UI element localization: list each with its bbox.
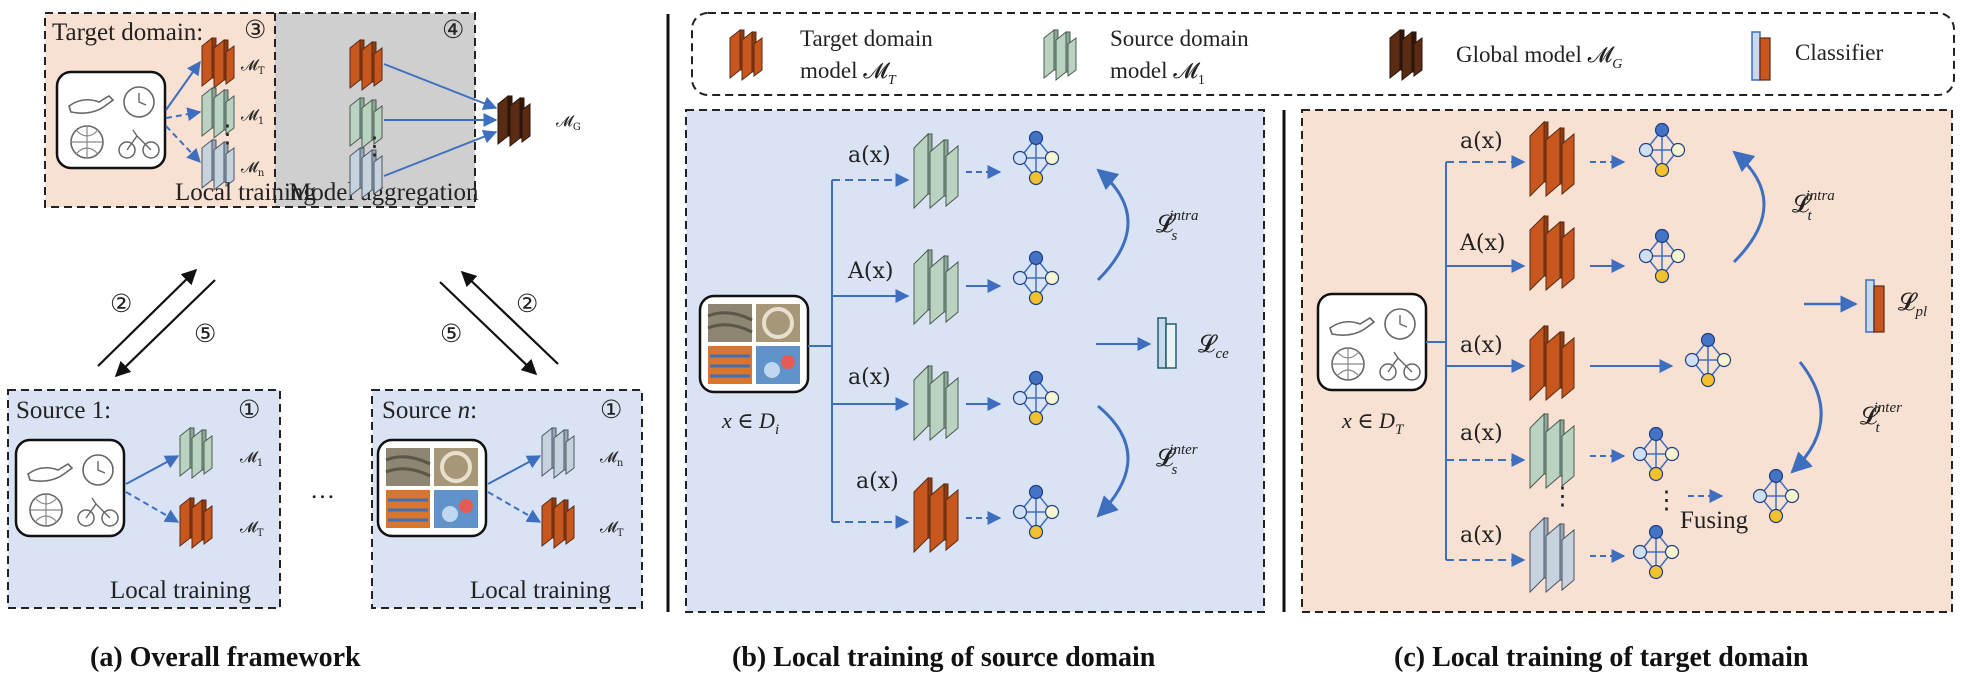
ellipsis: …	[310, 477, 335, 504]
source-input-images	[698, 294, 810, 394]
step-4-badge: ④	[442, 17, 464, 44]
model-aggregation-label: Model aggregation	[289, 179, 479, 206]
svg-text:⋮: ⋮	[362, 133, 387, 160]
b-loss-inter: 𝓛sinter	[1156, 442, 1198, 478]
m-1-label: 𝓜1	[241, 106, 264, 127]
caption-a: (a) Overall framework	[90, 642, 361, 673]
m-n-label: 𝓜n	[241, 158, 265, 179]
step-5-right: ⑤	[440, 321, 462, 348]
target-input-label: x ∈ DT	[1341, 408, 1405, 438]
b-aug-2: A(x)	[847, 259, 893, 284]
local-training-label-source1: Local training	[110, 577, 251, 604]
sn-mt-label: 𝓜T	[600, 518, 624, 539]
legend-global: Global model 𝓜G	[1456, 42, 1622, 72]
b-aug-3: a(x)	[848, 365, 891, 390]
local-training-label-target: Local training	[175, 179, 316, 206]
sourcen-title: Source n:	[382, 397, 477, 424]
c-aug-5: a(x)	[1460, 523, 1503, 548]
step-1-badge-sourcen: ①	[600, 397, 622, 424]
caption-b: (b) Local training of source domain	[732, 642, 1156, 673]
panel-b: x ∈ Di a(x) A(x) a(x) a(x) 𝓛sintra 𝓛si	[685, 109, 1265, 673]
legend-source-line2: model 𝓜1	[1110, 58, 1205, 88]
legend-classifier: Classifier	[1795, 40, 1883, 65]
s1-mt-label: 𝓜T	[240, 518, 264, 539]
source1-title: Source 1:	[16, 397, 111, 424]
c-loss-intra: 𝓛tintra	[1792, 188, 1835, 224]
legend-target-line2: model 𝓜T	[800, 58, 897, 88]
step-2-right: ②	[516, 291, 538, 318]
c-aug-1: a(x)	[1460, 129, 1503, 154]
global-model-stack	[497, 95, 531, 147]
sourcen-photo-images	[376, 438, 488, 538]
local-training-label-sourcen: Local training	[470, 577, 611, 604]
step-2-left: ②	[110, 291, 132, 318]
b-aug-4: a(x)	[856, 469, 899, 494]
panel-c: x ∈ DT a(x) A(x) a(x) a(x) ⋮ ⋮ a(x)	[1301, 109, 1953, 673]
target-sketch-images	[55, 70, 167, 170]
source-input-label: x ∈ Di	[721, 408, 779, 438]
c-vdots-1: ⋮	[1550, 483, 1575, 510]
step-5-left: ⑤	[194, 321, 216, 348]
m-g-label: 𝓜G	[556, 112, 581, 133]
sn-mn-label: 𝓜n	[600, 448, 624, 469]
svg-text:⋮: ⋮	[215, 121, 240, 148]
c-aug-4: a(x)	[1460, 421, 1503, 446]
panel-a: Target domain: ③ ④ ⋮ 𝓜T 𝓜1 𝓜n Local trai…	[7, 12, 643, 673]
c-aug-2: A(x)	[1459, 231, 1505, 256]
legend-classifier-swatch	[1751, 31, 1771, 81]
source1-sketch-images	[14, 438, 126, 538]
c-vdots-2: ⋮	[1654, 487, 1679, 514]
target-input-images	[1316, 292, 1428, 392]
c-loss-inter: 𝓛tinter	[1860, 400, 1902, 436]
legend-target-line1: Target domain	[800, 26, 933, 51]
legend: Target domain model 𝓜T Source domain mod…	[691, 12, 1955, 96]
b-classifier	[1157, 317, 1177, 369]
c-loss-pl: 𝓛pl	[1898, 288, 1927, 320]
m-t-label: 𝓜T	[241, 56, 265, 77]
s1-m1-label: 𝓜1	[240, 448, 263, 469]
legend-source-line1: Source domain	[1110, 26, 1249, 51]
b-aug-1: a(x)	[848, 143, 891, 168]
step-1-badge-source1: ①	[238, 397, 260, 424]
c-classifier	[1865, 279, 1885, 333]
b-loss-ce: 𝓛ce	[1198, 330, 1229, 362]
c-aug-3: a(x)	[1460, 333, 1503, 358]
c-fusing-label: Fusing	[1680, 507, 1749, 534]
caption-c: (c) Local training of target domain	[1394, 642, 1809, 673]
target-domain-title: Target domain:	[52, 19, 203, 46]
step-3-badge: ③	[244, 17, 266, 44]
b-loss-intra: 𝓛sintra	[1156, 208, 1198, 244]
